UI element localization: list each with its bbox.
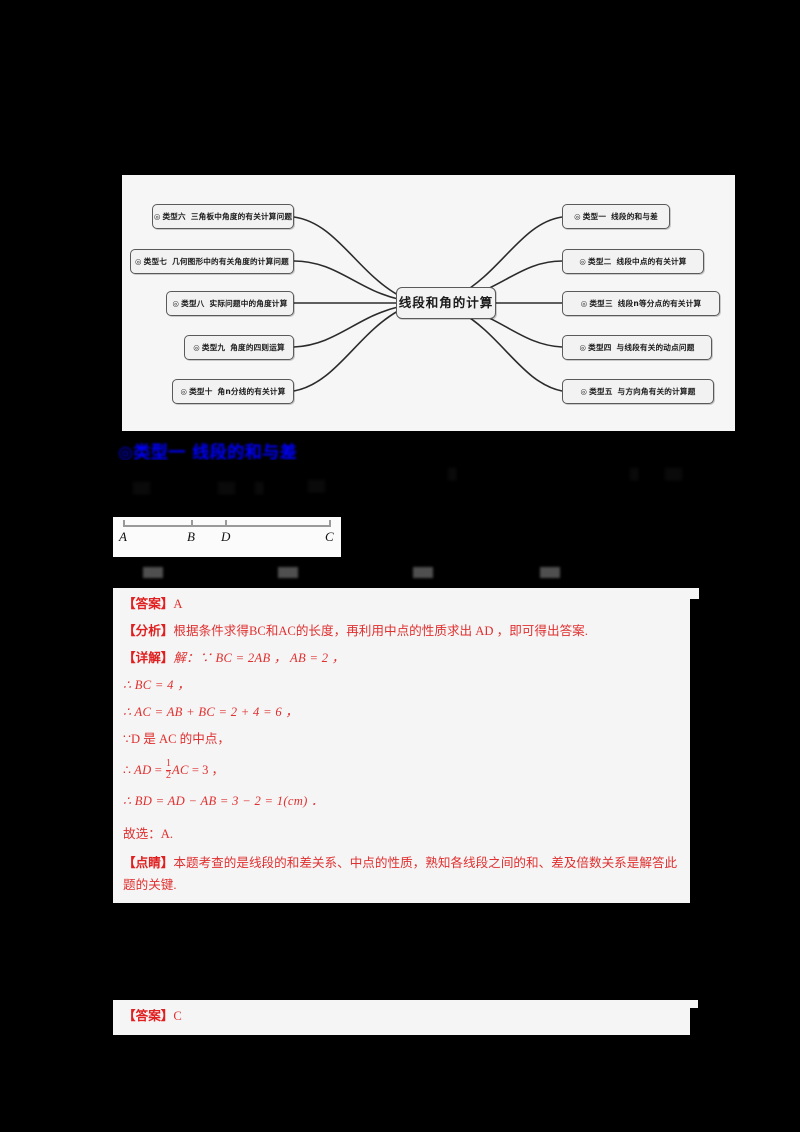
step4-var-ac: AC xyxy=(171,762,189,777)
bullet-icon: ◎ xyxy=(153,211,161,221)
segment-tick-a xyxy=(123,520,125,526)
mindmap-node-right-4[interactable]: ◎ 类型四 与线段有关的动点问题 xyxy=(562,335,712,360)
fraction-numerator: 1 xyxy=(165,758,171,769)
bullet-icon: ◎ xyxy=(180,386,188,396)
choice-marker-d[interactable] xyxy=(540,567,560,578)
solution-step-3: ∵D 是 AC 的中点， xyxy=(123,732,231,746)
choice-marker-a[interactable] xyxy=(143,567,163,578)
mindmap-node-right-1[interactable]: ◎ 类型一 线段的和与差 xyxy=(562,204,670,229)
mindmap-node-right-5-num: 类型五 xyxy=(589,386,613,396)
mindmap-node-left-1-text: 三角板中角度的有关计算问题 xyxy=(190,211,293,221)
mindmap-node-right-5[interactable]: ◎ 类型五 与方向角有关的计算题 xyxy=(562,379,714,404)
mindmap-center-node[interactable]: 线段和角的计算 xyxy=(396,287,496,319)
mindmap-node-right-2-text: 线段中点的有关计算 xyxy=(616,256,687,266)
mindmap-center-label: 线段和角的计算 xyxy=(398,294,494,310)
note-tag: 【点睛】 xyxy=(123,856,174,870)
step4-prefix: ∴ xyxy=(123,762,135,777)
mindmap-node-left-1-num: 类型六 xyxy=(162,211,186,221)
mindmap-node-right-1-num: 类型一 xyxy=(582,211,607,221)
segment-point-d: D xyxy=(221,529,231,544)
mindmap-node-left-2[interactable]: ◎ 类型七 几何图形中的有关角度的计算问题 xyxy=(130,249,294,274)
answer-tag: 【答案】 xyxy=(123,597,174,611)
obscured-label-6: █ xyxy=(630,468,639,481)
section-heading: ◎类型一 线段的和与差 xyxy=(118,443,298,463)
analysis-body: 根据条件求得BC和AC的长度，再利用中点的性质求出 AD ，即可得出答案. xyxy=(173,624,588,638)
mindmap-node-left-2-num: 类型七 xyxy=(143,256,168,266)
obscured-label-3: █ xyxy=(255,482,264,495)
step4-suffix: = 3 ， xyxy=(188,762,225,777)
mindmap-node-right-3-num: 类型三 xyxy=(589,298,613,308)
solution-choose-line: 故选：A. xyxy=(123,827,174,841)
bottom-answer-tag: 【答案】 xyxy=(123,1009,174,1023)
obscured-label-2: ██ xyxy=(218,482,235,495)
solution-analysis-line: 【分析】根据条件求得BC和AC的长度，再利用中点的性质求出 AD ，即可得出答案… xyxy=(123,625,588,638)
bullet-icon: ◎ xyxy=(574,211,581,221)
obscured-label-5: █ xyxy=(448,468,457,481)
mindmap-node-right-4-num: 类型四 xyxy=(588,342,612,352)
mindmap-node-left-5-num: 类型十 xyxy=(189,386,213,396)
panel-notch xyxy=(690,1000,698,1008)
segment-tick-d xyxy=(225,520,227,526)
mindmap-node-left-3-num: 类型八 xyxy=(181,298,205,308)
solution-note-line: 【点睛】本题考查的是线段的和差关系、中点的性质，熟知各线段之间的和、差及倍数关系… xyxy=(123,852,679,896)
mindmap-node-right-5-text: 与方向角有关的计算题 xyxy=(617,386,696,396)
obscured-label-4: ██ xyxy=(308,480,325,493)
bullet-icon: ◎ xyxy=(579,342,587,352)
segment-point-b: B xyxy=(187,529,195,544)
choice-marker-c[interactable] xyxy=(413,567,433,578)
obscured-label-1: ██ xyxy=(133,482,150,495)
mindmap-node-left-3-text: 实际问题中的角度计算 xyxy=(209,298,288,308)
choice-marker-b[interactable] xyxy=(278,567,298,578)
mindmap-node-left-1[interactable]: ◎ 类型六 三角板中角度的有关计算问题 xyxy=(152,204,294,229)
bullet-icon: ◎ xyxy=(172,298,180,308)
bullet-icon: ◎ xyxy=(193,342,200,352)
solution-step-1: ∴ BC = 4 ， xyxy=(123,678,191,692)
mindmap-node-left-3[interactable]: ◎ 类型八 实际问题中的角度计算 xyxy=(166,291,294,316)
segment-point-c: C xyxy=(325,529,334,544)
solution-panel: 【答案】A 【分析】根据条件求得BC和AC的长度，再利用中点的性质求出 AD ，… xyxy=(113,588,699,903)
detail-body: 解：∵ BC = 2AB ， AB = 2 ， xyxy=(173,651,345,665)
answer-value: A xyxy=(173,597,183,611)
solution-step-4: ∴ AD = 1 2 AC = 3 ， xyxy=(123,758,225,782)
bottom-answer-panel: 【答案】C xyxy=(113,1000,698,1035)
fraction-one-half: 1 2 xyxy=(165,758,171,781)
panel-notch xyxy=(690,588,699,599)
question-figure-area: ██ ██ █ ██ █ █ ██ A B D C xyxy=(113,460,690,582)
mindmap-node-left-5[interactable]: ◎ 类型十 角n分线的有关计算 xyxy=(172,379,294,404)
solution-step-2: ∴ AC = AB + BC = 2 + 4 = 6 ， xyxy=(123,705,299,719)
bullet-icon: ◎ xyxy=(580,298,588,308)
mindmap-node-right-2-num: 类型二 xyxy=(588,256,612,266)
mindmap-node-left-4-num: 类型九 xyxy=(201,342,226,352)
bottom-answer-line: 【答案】C xyxy=(123,1010,182,1023)
segment-tick-b xyxy=(191,520,193,526)
bottom-answer-value: C xyxy=(173,1009,182,1023)
bullet-icon: ◎ xyxy=(580,386,588,396)
step4-eq: = xyxy=(151,762,165,777)
segment-line xyxy=(123,525,331,527)
mindmap-node-left-5-text: 角n分线的有关计算 xyxy=(217,386,286,396)
detail-tag: 【详解】 xyxy=(123,651,174,665)
step4-var-ad: AD xyxy=(134,762,152,777)
bullet-icon: ◎ xyxy=(579,256,587,266)
segment-figure: A B D C xyxy=(113,517,341,557)
mindmap-node-right-3[interactable]: ◎ 类型三 线段n等分点的有关计算 xyxy=(562,291,720,316)
mindmap-node-left-2-text: 几何图形中的有关角度的计算问题 xyxy=(172,256,289,266)
fraction-denominator: 2 xyxy=(165,769,171,781)
segment-tick-c xyxy=(329,520,331,526)
mindmap-node-right-1-text: 线段的和与差 xyxy=(611,211,658,221)
mindmap-node-right-3-text: 线段n等分点的有关计算 xyxy=(617,298,702,308)
mindmap-panel: 线段和角的计算 ◎ 类型六 三角板中角度的有关计算问题 ◎ 类型七 几何图形中的… xyxy=(122,175,735,431)
mindmap-node-right-4-text: 与线段有关的动点问题 xyxy=(616,342,695,352)
mindmap-node-left-4[interactable]: ◎ 类型九 角度的四则运算 xyxy=(184,335,294,360)
mindmap-node-left-4-text: 角度的四则运算 xyxy=(230,342,285,352)
segment-point-a: A xyxy=(119,529,127,544)
solution-step-5: ∴ BD = AD − AB = 3 − 2 = 1(cm) ． xyxy=(123,794,324,808)
analysis-tag: 【分析】 xyxy=(123,624,174,638)
solution-answer-line: 【答案】A xyxy=(123,598,182,611)
solution-detail-line: 【详解】解：∵ BC = 2AB ， AB = 2 ， xyxy=(123,652,345,665)
obscured-label-7: ██ xyxy=(665,468,682,481)
mindmap-node-right-2[interactable]: ◎ 类型二 线段中点的有关计算 xyxy=(562,249,704,274)
note-body: 本题考查的是线段的和差关系、中点的性质，熟知各线段之间的和、差及倍数关系是解答此… xyxy=(123,856,678,893)
bullet-icon: ◎ xyxy=(135,256,142,266)
